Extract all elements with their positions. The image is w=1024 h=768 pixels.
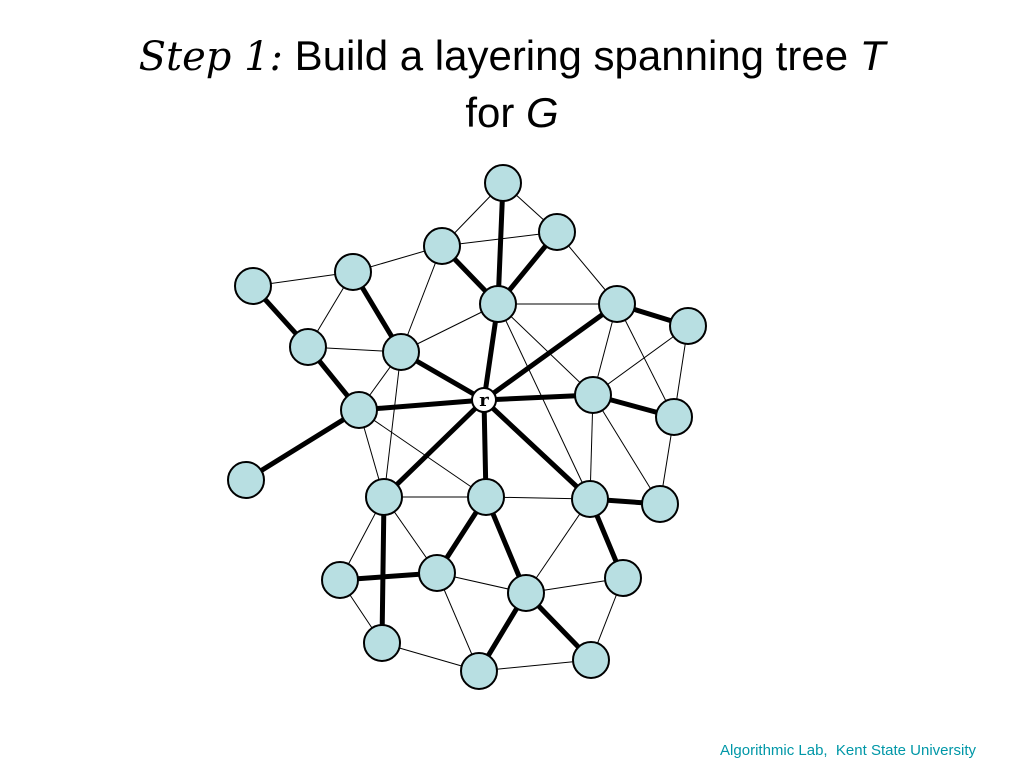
- title-var-g: G: [526, 89, 559, 136]
- node-n24: [572, 641, 610, 679]
- tree-edge-r-n16: [481, 397, 593, 502]
- node-n8: [289, 328, 327, 366]
- tree-edge-n12-n13: [243, 407, 362, 483]
- tree-edge-n6-r: [481, 301, 620, 403]
- nodes: r: [227, 164, 707, 690]
- node-n20: [507, 574, 545, 612]
- tree-edge-n12-r: [356, 397, 487, 413]
- tree-edge-n14-n22: [379, 494, 387, 646]
- footer-text: Algorithmic Lab, Kent State University: [720, 742, 976, 759]
- edge-n12-n15: [358, 409, 487, 498]
- node-n10: [574, 376, 612, 414]
- edge-n9-n14: [383, 351, 402, 498]
- edge-n10-n17: [592, 394, 661, 505]
- tree-edges: [243, 180, 691, 674]
- title-line2-text: for: [465, 89, 526, 136]
- thin-edges: [252, 182, 689, 672]
- title-var-t: T: [859, 32, 886, 79]
- node-n15: [467, 478, 505, 516]
- node-n3: [234, 267, 272, 305]
- edge-n5-n10: [497, 303, 594, 396]
- node-n1: [538, 213, 576, 251]
- node-n19: [418, 554, 456, 592]
- node-n12: [340, 391, 378, 429]
- node-n22: [363, 624, 401, 662]
- node-n13: [227, 461, 265, 499]
- node-n7: [669, 307, 707, 345]
- node-n6: [598, 285, 636, 323]
- node-n0: [484, 164, 522, 202]
- tree-edge-n0-n5: [495, 180, 506, 307]
- root-label: r: [479, 390, 489, 411]
- title-step: Step 1:: [138, 34, 284, 80]
- node-n17: [641, 485, 679, 523]
- node-n2: [423, 227, 461, 265]
- node-n14: [365, 478, 403, 516]
- title-line-2: for G: [0, 85, 1024, 141]
- node-n21: [604, 559, 642, 597]
- node-n23: [460, 652, 498, 690]
- node-n11: [655, 398, 693, 436]
- node-n18: [321, 561, 359, 599]
- title-line-1: Step 1: Build a layering spanning tree T: [0, 28, 1024, 85]
- node-n9: [382, 333, 420, 371]
- edge-n7-n10: [592, 325, 689, 396]
- node-n16: [571, 480, 609, 518]
- edge-n6-n11: [616, 303, 675, 418]
- node-n5: [479, 285, 517, 323]
- tree-edge-r-n14: [381, 397, 487, 500]
- node-n4: [334, 253, 372, 291]
- edge-n5-n16: [497, 303, 591, 500]
- slide-title: Step 1: Build a layering spanning tree T…: [0, 28, 1024, 141]
- title-text: Build a layering spanning tree: [283, 32, 860, 79]
- root-node: [471, 387, 497, 413]
